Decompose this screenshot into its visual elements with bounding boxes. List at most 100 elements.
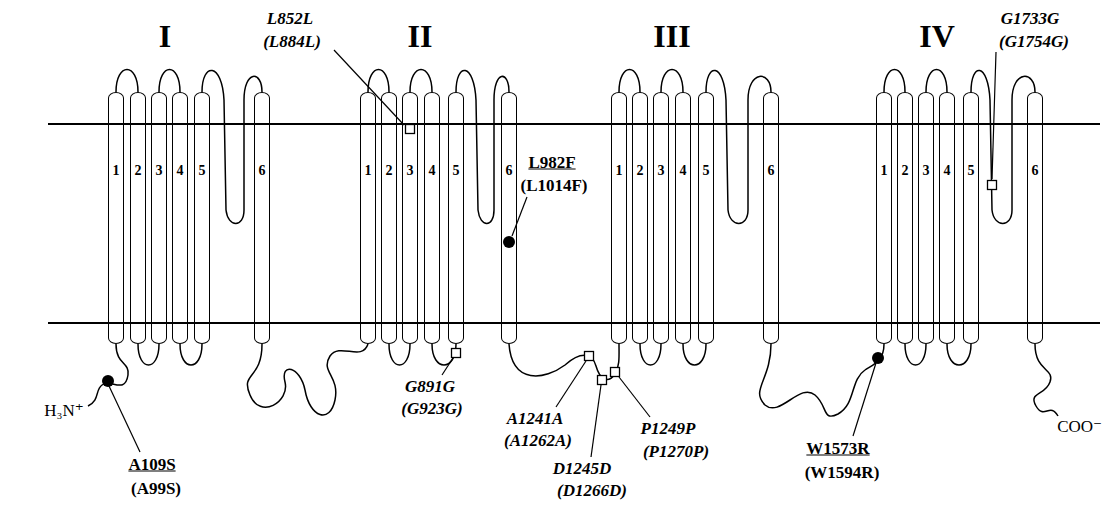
mutation-label: L982F xyxy=(528,153,575,172)
mutation-dot xyxy=(102,375,114,387)
transmembrane-segment: 4 xyxy=(172,92,188,344)
segment-number: 1 xyxy=(109,163,123,179)
mutation-label: (A1262A) xyxy=(504,431,572,450)
domain-label: III xyxy=(653,19,690,53)
segment-number: 4 xyxy=(676,163,690,179)
segment-number: 5 xyxy=(964,163,978,179)
synonymous-marker xyxy=(988,181,997,190)
segment-number: 5 xyxy=(449,163,463,179)
transmembrane-segment: 4 xyxy=(939,92,955,344)
synonymous-marker xyxy=(611,368,620,377)
segment-number: 1 xyxy=(612,163,626,179)
mutation-label: W1573R xyxy=(806,439,869,458)
segment-number: 4 xyxy=(173,163,187,179)
linker-iii-iv xyxy=(760,344,884,416)
mutation-label: (W1594R) xyxy=(805,463,880,482)
extracellular-loop xyxy=(116,70,138,93)
transmembrane-segment: 5 xyxy=(448,92,464,344)
intracellular-loop xyxy=(389,344,410,365)
segment-number: 5 xyxy=(699,163,713,179)
mutation-dot xyxy=(503,236,515,248)
segment-number: 6 xyxy=(255,163,269,179)
segment-number: 2 xyxy=(633,163,647,179)
transmembrane-segment: 5 xyxy=(698,92,714,344)
c-terminus xyxy=(1034,344,1058,416)
extracellular-loop xyxy=(619,70,640,93)
segment-number: 5 xyxy=(195,163,209,179)
segment-number: 2 xyxy=(898,163,912,179)
synonymous-marker xyxy=(452,349,461,358)
intracellular-loop xyxy=(640,344,661,365)
leader-line xyxy=(591,385,601,457)
segment-number: 3 xyxy=(919,163,933,179)
leader-line xyxy=(109,386,140,452)
segment-number: 1 xyxy=(361,163,375,179)
membrane-line xyxy=(48,322,1100,324)
transmembrane-segment: 1 xyxy=(611,92,627,344)
extracellular-loop xyxy=(661,70,683,93)
leader-line xyxy=(442,358,453,375)
mutation-label: G1733G xyxy=(1001,9,1060,28)
terminus-label: COO⁻ xyxy=(1057,417,1102,436)
segment-number: 1 xyxy=(877,163,891,179)
mutation-label: (G1754G) xyxy=(999,32,1069,51)
leader-line xyxy=(556,361,586,407)
domain-label: IV xyxy=(919,19,955,53)
transmembrane-segment: 6 xyxy=(763,92,779,344)
extracellular-loop xyxy=(884,70,905,93)
segment-number: 2 xyxy=(131,163,145,179)
mutation-dot xyxy=(872,352,884,364)
transmembrane-segment: 3 xyxy=(402,92,418,344)
extracellular-loop xyxy=(926,70,947,93)
mutation-label: P1249P xyxy=(641,419,696,438)
mutation-label: G891G xyxy=(405,377,455,396)
extracellular-loop xyxy=(159,70,180,93)
segment-number: 3 xyxy=(654,163,668,179)
segment-number: 3 xyxy=(403,163,417,179)
transmembrane-segment: 5 xyxy=(963,92,979,344)
transmembrane-segment: 1 xyxy=(876,92,892,344)
synonymous-marker xyxy=(585,352,594,361)
mutation-label: (P1270P) xyxy=(643,442,709,461)
mutation-label: A1241A xyxy=(507,409,564,428)
mutation-label: D1245D xyxy=(553,459,612,478)
mutation-label: (D1266D) xyxy=(557,481,627,500)
leader-line xyxy=(334,50,404,125)
transmembrane-segment: 6 xyxy=(254,92,270,344)
linker-ii-iii xyxy=(509,344,619,380)
segment-number: 6 xyxy=(502,163,516,179)
transmembrane-segment: 6 xyxy=(1027,92,1043,344)
mutation-label: A109S xyxy=(128,455,175,474)
pore-loop xyxy=(706,70,771,223)
transmembrane-segment: 4 xyxy=(675,92,691,344)
intracellular-loop xyxy=(683,344,706,365)
mutation-label: (G923G) xyxy=(401,399,462,418)
segment-number: 6 xyxy=(1028,163,1042,179)
intracellular-loop xyxy=(905,344,926,365)
pore-loop xyxy=(971,70,1035,223)
leader-line xyxy=(512,197,527,236)
n-terminus xyxy=(88,344,128,406)
transmembrane-segment: 4 xyxy=(424,92,440,344)
transmembrane-segment: 1 xyxy=(108,92,124,344)
mutation-label: (L1014F) xyxy=(520,176,587,195)
transmembrane-segment: 1 xyxy=(360,92,376,344)
leader-line xyxy=(992,52,996,179)
transmembrane-segment: 3 xyxy=(918,92,934,344)
mutation-label: (A99S) xyxy=(131,479,181,498)
segment-number: 3 xyxy=(152,163,166,179)
intracellular-loop xyxy=(947,344,971,365)
transmembrane-segment: 6 xyxy=(501,92,517,344)
transmembrane-segment: 3 xyxy=(653,92,669,344)
domain-label: I xyxy=(159,19,171,53)
pore-loop xyxy=(202,70,262,223)
linker-i-ii xyxy=(247,344,368,415)
intracellular-loop xyxy=(138,344,159,365)
mutation-label: L852L xyxy=(267,9,313,28)
leader-line xyxy=(619,377,650,417)
membrane-line xyxy=(48,123,1100,125)
segment-number: 4 xyxy=(940,163,954,179)
synonymous-marker xyxy=(406,125,415,134)
